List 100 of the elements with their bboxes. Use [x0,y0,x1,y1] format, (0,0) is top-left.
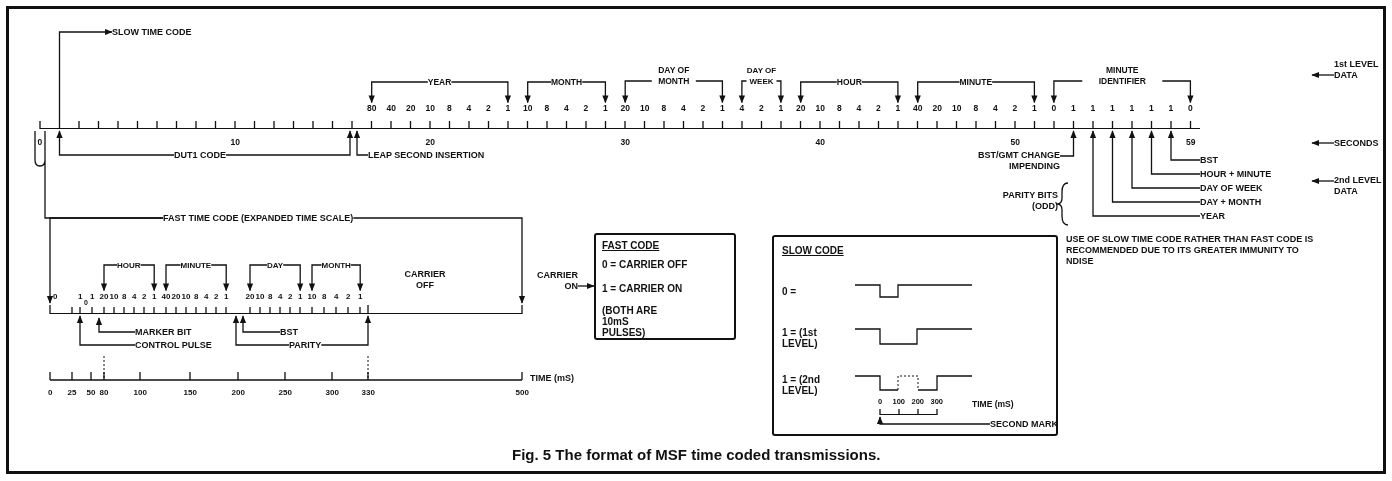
field-label: MINUTE [959,76,993,88]
bit-weight: 4 [132,290,137,302]
tick-label: 330 [361,386,375,398]
bit-weight: 4 [278,290,283,302]
leader-line [1059,130,1077,157]
key-heading: SLOW CODE [782,245,844,256]
callout-label: FAST TIME CODE (EXPANDED TIME SCALE) [163,212,354,224]
callout-label: BST [280,326,298,338]
field-label: DAY [267,259,284,271]
tick-label: 0 [48,386,53,398]
leader-line [1128,130,1201,189]
bracket-arrow [775,80,784,104]
bit-weight: 8 [322,290,327,302]
callout-label: CARRIER ON [528,270,578,292]
field-label: MONTH [551,76,583,88]
bit-weight: 10 [425,102,435,114]
tick-label: 250 [278,386,292,398]
arrow [577,282,595,290]
callout-label: BST/GMT CHANGE IMPENDING [970,150,1060,172]
fast-code-scale [50,305,522,314]
bit-weight: 10 [640,102,650,114]
pulse-time-axis [880,409,937,415]
bit-weight: 20 [171,290,181,302]
bit-weight: 10 [523,102,533,114]
bit-weight: 20 [99,290,109,302]
bit-weight: 2 [700,102,706,114]
bit-weight: 8 [268,290,273,302]
tick-label: 50 [1010,136,1020,148]
axis-title: TIME (mS) [972,398,1014,410]
field-label: MONTH [321,259,351,271]
bit-weight: 1 [152,290,157,302]
bit-weight: 0 [53,290,58,302]
leader-line [320,315,372,346]
bit-weight: 1 [358,290,363,302]
bit-weight: 4 [204,290,209,302]
key-text: 0 = CARRIER OFF [602,259,688,270]
field-label: YEAR [427,76,452,88]
key-box [594,233,736,340]
callout-label: MARKER BIT [135,326,192,338]
bit-weight: 10 [181,290,191,302]
bit-weight: 10 [255,290,265,302]
bit-weight: 2 [583,102,589,114]
bit-weight: 20 [406,102,416,114]
callout-label: CONTROL PULSE [135,339,212,351]
leader-line [1089,130,1201,217]
region-label: CARRIER OFF [403,269,447,291]
bit-weight: 4 [334,290,339,302]
bit-weight: 4 [466,102,472,114]
tick-label: 10 [230,136,240,148]
bit-weight: 4 [993,102,998,114]
callout-label: DAY OF WEEK [1200,182,1263,194]
bit-weight: 2 [142,290,147,302]
bit-weight: 40 [386,102,396,114]
bit-weight: 1 [895,102,901,114]
key-text: 1 = CARRIER ON [602,283,683,294]
note-text: USE OF SLOW TIME CODE RATHER THAN FAST CODE IS RECOMMENDED DUE TO ITS GREATER IMMUNITY TO NDISE [1066,233,1315,267]
callout-label: HOUR + MINUTE [1200,168,1272,180]
bracket-arrow [695,80,726,104]
bracket-arrow [797,81,838,104]
leader-line [232,315,290,346]
bracket-arrow [210,264,230,292]
bit-weight: 4 [564,102,569,114]
callout-label: SLOW TIME CODE [112,26,192,38]
callout-label: 1st LEVEL DATA [1334,59,1384,81]
tick-label: 30 [620,136,630,148]
bit-weight: 10 [952,102,962,114]
field-label: HOUR [836,76,862,88]
bit-weight: 1 [224,290,229,302]
callout-label: LEAP SECOND INSERTION [368,149,485,161]
bit-weight: 0 [1051,102,1057,114]
bit-weight: 2 [1012,102,1018,114]
leader-line [1311,139,1335,147]
leader-line [76,315,136,346]
leader-line [353,130,369,156]
leader-line [239,315,281,333]
bit-weight: 1 [1090,102,1096,114]
key-text: 1 = (2nd LEVEL) [782,374,822,396]
seconds-scale [40,121,1200,129]
bit-weight: 1 [1129,102,1135,114]
bit-weight: 2 [759,102,764,114]
bracket-arrow [246,264,268,292]
field-label: DAY OF WEEK [746,65,777,87]
leader-line [1109,130,1201,203]
tick-label: 25 [67,386,77,398]
bracket-arrow [1161,80,1194,104]
bit-weight: 2 [214,290,219,302]
bit-weight: 10 [815,102,825,114]
bit-weight: 1 [720,102,725,114]
bit-weight: 1 [1110,102,1115,114]
bit-weight: 1 [90,290,95,302]
tick-label: 20 [425,136,435,148]
bit-weight: 1 [1032,102,1037,114]
key-text: 1 = (1st LEVEL) [782,327,819,349]
bracket-arrow [162,264,182,292]
leader-line [95,317,136,333]
callout-label: DUT1 CODE [174,149,226,161]
bit-weight: 8 [544,102,550,114]
tick-label: 40 [815,136,825,148]
bit-weight: 20 [245,290,255,302]
bit-weight: 8 [194,290,199,302]
